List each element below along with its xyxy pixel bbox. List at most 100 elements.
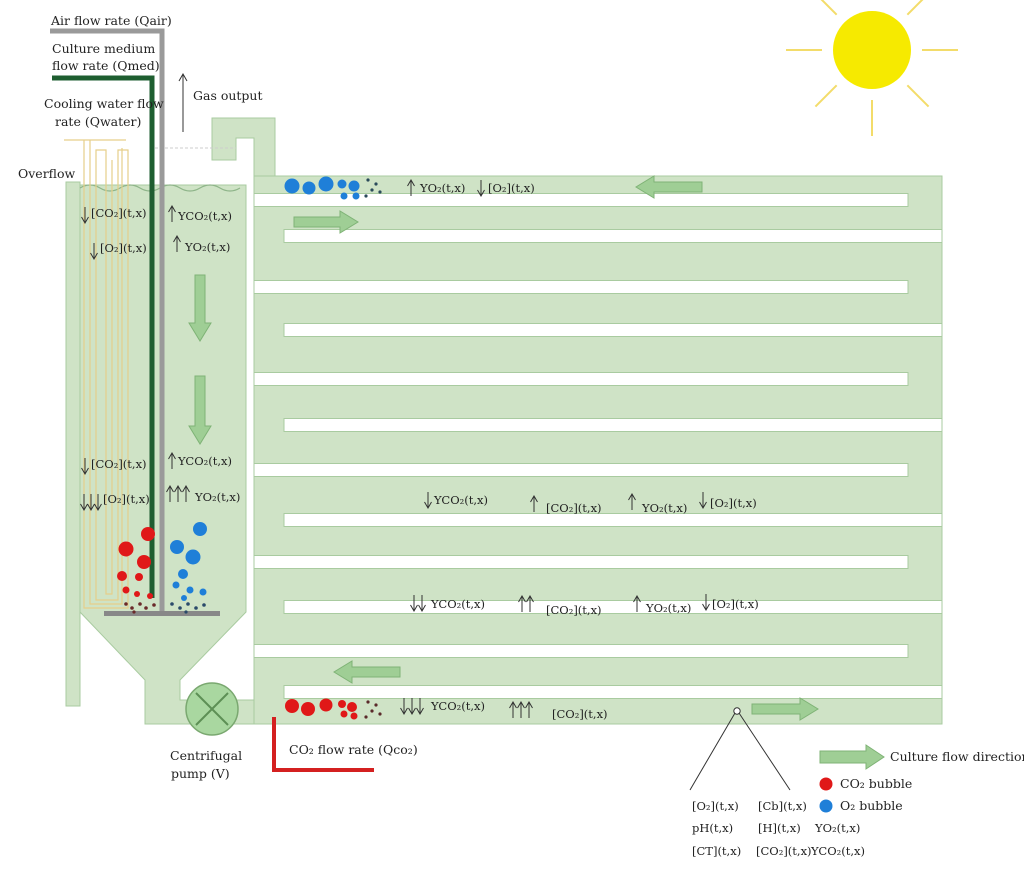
bubble [202,603,206,607]
air-pipe [50,28,165,612]
down-arrow [410,595,418,612]
up-arrow [517,701,525,718]
bubble [178,606,182,610]
bubble [186,602,190,606]
tube-top-o2: [O₂](t,x) [488,181,535,195]
probe-co2: [CO₂](t,x) [756,844,812,858]
down-arrow [702,594,710,611]
bubble [132,610,136,614]
flow-arrows [188,175,819,721]
bubble [301,702,315,716]
bubble [338,700,346,708]
flow-arrow [293,210,359,234]
column-right-top-yco2: YCO₂(t,x) [177,209,232,223]
flow-arrow [751,697,819,721]
down-arrow [699,492,707,509]
bubble [137,555,151,569]
bubble [302,181,316,195]
sun-rays [786,0,958,136]
bubble [172,581,180,589]
up-arrow [168,452,176,469]
down-arrow [424,492,432,509]
pump-label-1: Centrifugal [170,748,242,763]
bubble [130,606,134,610]
up-arrow [182,485,190,502]
bubble [348,180,360,192]
probe-cb: [Cb](t,x) [758,799,807,813]
bubble [152,603,156,607]
column-left-bot-o2: [O₂](t,x) [103,492,150,506]
tube-mid2-o2: [O₂](t,x) [712,597,759,611]
bubble [138,602,142,606]
bubble [378,712,382,716]
culture-medium-label-2: flow rate (Qmed) [52,58,160,73]
bubble [141,527,155,541]
air-flow-label: Air flow rate (Qair) [50,13,172,28]
co2-flow-label: CO₂ flow rate (Qco₂) [289,742,418,757]
column-left-bot-co2: [CO₂](t,x) [91,457,147,471]
bubble [194,606,198,610]
down-arrow [416,698,424,715]
up-arrow [633,595,641,612]
down-arrow [90,243,98,260]
legend [819,744,885,813]
column-right-bot-yco2: YCO₂(t,x) [177,454,232,468]
probe [689,707,791,791]
sun-ray [906,0,924,16]
serpentine-tube [253,175,943,725]
bubble [193,522,207,536]
down-arrow [400,698,408,715]
culture-medium-pipe [52,75,155,598]
bubble [124,602,128,606]
bubble [337,179,347,189]
probe-ph: pH(t,x) [692,821,733,835]
bubble [135,573,143,581]
probe-yco2: YCO₂(t,x) [810,844,865,858]
bubble [199,588,207,596]
tube-mid2-co2: [CO₂](t,x) [546,603,602,617]
bubble [352,192,360,200]
tube-mid2-yo2: YO₂(t,x) [645,601,691,615]
down-arrow [81,207,89,224]
up-arrow [173,235,181,252]
bubble [364,194,368,198]
bubble [170,602,174,606]
cooling-loop-inner [89,140,123,605]
tube-bot-co2: [CO₂](t,x) [552,707,608,721]
probe-yo2: YO₂(t,x) [814,821,860,835]
down-arrow [418,595,426,612]
bubble [284,178,300,194]
column-right-top-yo2: YO₂(t,x) [184,240,230,254]
sun [786,0,958,136]
sun-ray [906,84,930,108]
sun-ray [814,84,838,108]
sparger-plate [104,611,220,616]
bubble [364,715,368,719]
sun-ray [820,0,838,16]
up-arrow [526,595,534,612]
legend-co2-bubble [819,777,833,791]
cooling-loop [83,140,129,609]
bubble [122,586,130,594]
tube-top-yo2: YO₂(t,x) [419,181,465,195]
bubbles [117,176,382,720]
probe-ct: [CT](t,x) [692,844,741,858]
tube-mid2-yco2: YCO₂(t,x) [430,597,485,611]
bubble [117,571,127,581]
bubble [144,606,148,610]
bubble [184,610,188,614]
probe-o2: [O₂](t,x) [692,799,739,813]
bubble [340,192,348,200]
bubble [347,702,357,712]
flow-arrow [188,274,212,342]
tube-mid1-o2: [O₂](t,x) [710,496,757,510]
bubble [147,593,153,599]
down-arrow [408,698,416,715]
legend-o2-bubble-label: O₂ bubble [840,798,903,813]
bubble [370,709,374,713]
co2-pipe [272,717,374,772]
bubble [370,188,374,192]
tube-mid1-yo2: YO₂(t,x) [641,501,687,515]
flow-arrow [333,660,401,684]
flow-arrow [635,175,703,199]
